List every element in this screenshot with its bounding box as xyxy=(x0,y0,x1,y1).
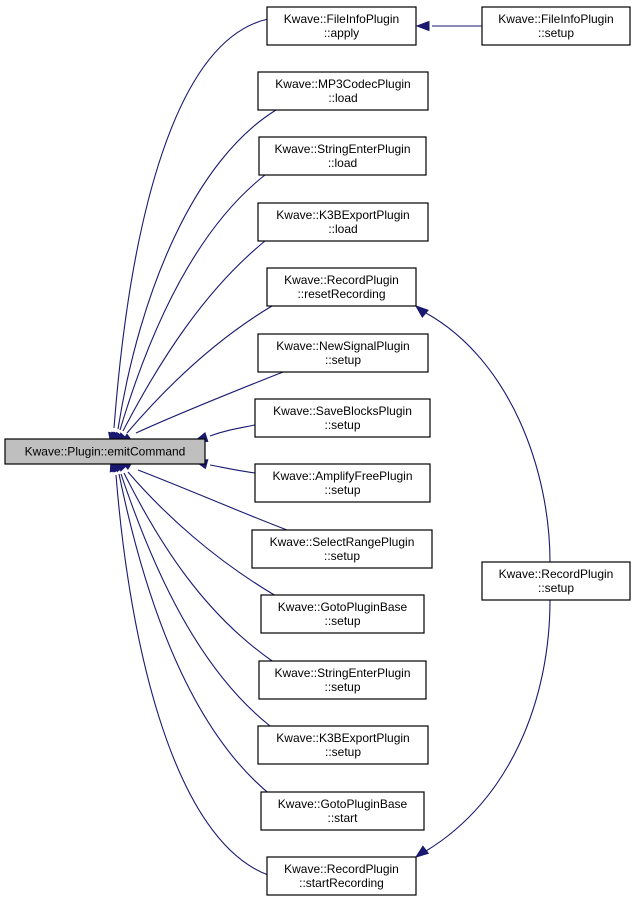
node-label-amplifyfree_setup-line1: Kwave::AmplifyFreePlugin xyxy=(272,469,412,483)
node-amplifyfree_setup[interactable]: Kwave::AmplifyFreePlugin::setup xyxy=(254,463,431,503)
node-box-k3b_load[interactable] xyxy=(257,202,429,242)
node-newsignal_setup[interactable]: Kwave::NewSignalPlugin::setup xyxy=(257,333,429,373)
node-k3b_setup[interactable]: Kwave::K3BExportPlugin::setup xyxy=(257,725,429,765)
node-label-record_start-line2: ::startRecording xyxy=(299,876,384,890)
node-box-emit[interactable] xyxy=(4,438,206,465)
node-label-mp3_load-line1: Kwave::MP3CodecPlugin xyxy=(275,77,410,91)
edge-goto_start-to-emit xyxy=(118,473,273,797)
node-label-emit-line1: Kwave::Plugin::emitCommand xyxy=(25,445,186,459)
node-label-goto_setup-line2: ::setup xyxy=(324,614,360,628)
node-box-amplifyfree_setup[interactable] xyxy=(254,463,431,503)
node-box-stringenter_load[interactable] xyxy=(258,136,427,176)
node-stringenter_load[interactable]: Kwave::StringEnterPlugin::load xyxy=(258,136,427,176)
node-box-newsignal_setup[interactable] xyxy=(257,333,429,373)
node-emit[interactable]: Kwave::Plugin::emitCommand xyxy=(4,438,206,465)
arrowhead-record_setup-to-record_start xyxy=(414,845,430,858)
node-box-record_start[interactable] xyxy=(266,856,417,896)
node-box-fileinfo_setup[interactable] xyxy=(481,6,631,46)
node-label-record_reset-line2: ::resetRecording xyxy=(297,287,385,301)
node-label-fileinfo_apply-line1: Kwave::FileInfoPlugin xyxy=(284,12,399,26)
node-box-stringenter_setup[interactable] xyxy=(258,660,427,700)
node-label-k3b_load-line1: Kwave::K3BExportPlugin xyxy=(276,208,409,222)
node-label-k3b_setup-line2: ::setup xyxy=(325,745,361,759)
node-label-newsignal_setup-line2: ::setup xyxy=(325,353,361,367)
call-graph-nodes: Kwave::Plugin::emitCommand Kwave::FileInf… xyxy=(4,6,631,896)
node-box-goto_start[interactable] xyxy=(260,791,425,831)
node-label-k3b_load-line2: ::load xyxy=(328,222,357,236)
node-label-newsignal_setup-line1: Kwave::NewSignalPlugin xyxy=(276,339,409,353)
edge-stringenter_load-to-emit xyxy=(119,174,266,431)
node-selectrange_setup[interactable]: Kwave::SelectRangePlugin::setup xyxy=(251,529,433,569)
edge-k3b_setup-to-emit xyxy=(120,473,271,727)
edge-record_reset-to-emit xyxy=(126,305,273,434)
node-goto_setup[interactable]: Kwave::GotoPluginBase::setup xyxy=(260,594,425,634)
node-record_reset[interactable]: Kwave::RecordPlugin::resetRecording xyxy=(266,267,417,307)
node-label-record_setup-line1: Kwave::RecordPlugin xyxy=(499,567,614,581)
node-box-saveblocks_setup[interactable] xyxy=(254,398,431,438)
node-label-stringenter_setup-line2: ::setup xyxy=(324,680,360,694)
edge-amplifyfree_setup-to-emit xyxy=(209,464,256,474)
node-box-record_setup[interactable] xyxy=(481,561,631,601)
node-box-record_reset[interactable] xyxy=(266,267,417,307)
edge-stringenter_setup-to-emit xyxy=(123,472,276,664)
edge-mp3_load-to-emit xyxy=(117,109,277,430)
edge-fileinfo_apply-to-emit xyxy=(113,18,269,429)
node-box-k3b_setup[interactable] xyxy=(257,725,429,765)
node-stringenter_setup[interactable]: Kwave::StringEnterPlugin::setup xyxy=(258,660,427,700)
node-label-mp3_load-line2: ::load xyxy=(328,91,357,105)
node-label-record_setup-line2: ::setup xyxy=(538,581,574,595)
node-label-fileinfo_setup-line1: Kwave::FileInfoPlugin xyxy=(498,12,613,26)
node-label-goto_start-line1: Kwave::GotoPluginBase xyxy=(278,797,408,811)
arrowhead-record_setup-to-record_reset xyxy=(414,305,429,318)
node-label-fileinfo_apply-line2: ::apply xyxy=(324,26,359,40)
node-label-saveblocks_setup-line1: Kwave::SaveBlocksPlugin xyxy=(273,404,412,418)
node-record_start[interactable]: Kwave::RecordPlugin::startRecording xyxy=(266,856,417,896)
edge-saveblocks_setup-to-emit xyxy=(209,424,256,437)
node-label-goto_setup-line1: Kwave::GotoPluginBase xyxy=(278,600,408,614)
node-label-record_reset-line1: Kwave::RecordPlugin xyxy=(284,273,399,287)
edge-newsignal_setup-to-emit xyxy=(135,371,284,434)
edge-record_start-to-emit xyxy=(115,474,269,876)
node-goto_start[interactable]: Kwave::GotoPluginBase::start xyxy=(260,791,425,831)
node-label-k3b_setup-line1: Kwave::K3BExportPlugin xyxy=(276,731,409,745)
edge-selectrange_setup-to-emit xyxy=(137,469,288,531)
node-record_setup[interactable]: Kwave::RecordPlugin::setup xyxy=(481,561,631,601)
node-label-fileinfo_setup-line2: ::setup xyxy=(538,26,574,40)
node-label-selectrange_setup-line1: Kwave::SelectRangePlugin xyxy=(270,535,415,549)
node-fileinfo_apply[interactable]: Kwave::FileInfoPlugin::apply xyxy=(266,6,417,46)
node-mp3_load[interactable]: Kwave::MP3CodecPlugin::load xyxy=(257,71,429,111)
node-box-selectrange_setup[interactable] xyxy=(251,529,433,569)
edge-goto_setup-to-emit xyxy=(127,471,277,597)
node-label-amplifyfree_setup-line2: ::setup xyxy=(324,483,360,497)
node-label-selectrange_setup-line2: ::setup xyxy=(324,549,360,563)
node-label-stringenter_load-line2: ::load xyxy=(328,156,357,170)
node-fileinfo_setup[interactable]: Kwave::FileInfoPlugin::setup xyxy=(481,6,631,46)
node-saveblocks_setup[interactable]: Kwave::SaveBlocksPlugin::setup xyxy=(254,398,431,438)
arrowhead-fileinfo_setup-to-fileinfo_apply xyxy=(415,20,430,32)
node-label-stringenter_setup-line1: Kwave::StringEnterPlugin xyxy=(274,666,410,680)
node-k3b_load[interactable]: Kwave::K3BExportPlugin::load xyxy=(257,202,429,242)
edge-record_setup-to-record_start xyxy=(425,599,551,852)
node-box-goto_setup[interactable] xyxy=(260,594,425,634)
edge-record_setup-to-record_reset xyxy=(425,312,551,563)
node-label-saveblocks_setup-line2: ::setup xyxy=(324,418,360,432)
node-label-record_start-line1: Kwave::RecordPlugin xyxy=(284,862,399,876)
node-label-stringenter_load-line1: Kwave::StringEnterPlugin xyxy=(274,142,410,156)
edge-k3b_load-to-emit xyxy=(122,240,266,432)
node-label-goto_start-line2: ::start xyxy=(327,811,358,825)
node-box-mp3_load[interactable] xyxy=(257,71,429,111)
node-box-fileinfo_apply[interactable] xyxy=(266,6,417,46)
